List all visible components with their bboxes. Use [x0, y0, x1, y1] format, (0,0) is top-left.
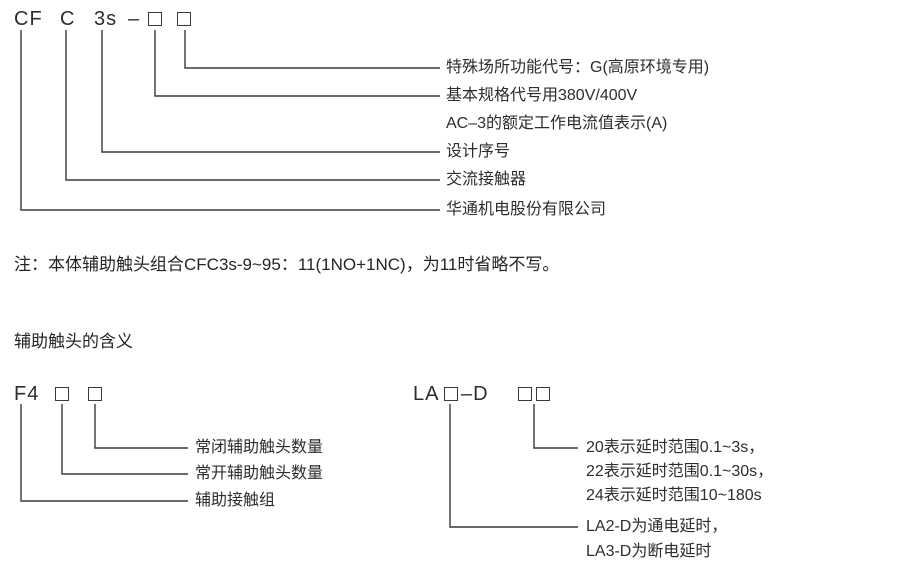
leader-special-function — [184, 30, 440, 69]
label-delay-range-20: 20表示延时范围0.1~3s， — [586, 439, 765, 456]
code-delay-suffix: –D — [461, 383, 489, 405]
code-dash: – — [128, 8, 141, 30]
leader-basic-spec — [154, 30, 440, 97]
label-off-delay: LA3-D为断电延时 — [586, 543, 712, 560]
placeholder-box-delay-range-2 — [536, 387, 550, 401]
label-delay-range-24: 24表示延时范围10~180s — [586, 487, 762, 504]
placeholder-box-no-count — [55, 387, 69, 401]
leader-delay-type — [449, 404, 578, 528]
placeholder-box-nc-count — [88, 387, 102, 401]
label-company: 华通机电股份有限公司 — [446, 201, 607, 218]
label-no-quantity: 常开辅助触头数量 — [195, 465, 324, 482]
code-aux-prefix: F4 — [14, 383, 40, 405]
label-ac-contactor: 交流接触器 — [446, 171, 527, 188]
label-delay-range-22: 22表示延时范围0.1~30s， — [586, 463, 774, 480]
label-basic-spec-line2: AC–3的额定工作电流值表示(A) — [446, 115, 668, 132]
label-design-serial: 设计序号 — [446, 143, 511, 160]
label-basic-spec-line1: 基本规格代号用380V/400V — [446, 87, 638, 104]
label-on-delay: LA2-D为通电延时， — [586, 518, 728, 535]
leader-nc-quantity — [94, 404, 188, 449]
code-design-serial: 3s — [94, 8, 118, 30]
leader-delay-range — [533, 404, 578, 449]
placeholder-box-delay-range-1 — [518, 387, 532, 401]
placeholder-box-delay-type — [444, 387, 458, 401]
code-delay-prefix: LA — [413, 383, 440, 405]
label-special-function: 特殊场所功能代号：G(高原环境专用) — [446, 59, 710, 76]
placeholder-box-current-rating — [148, 12, 162, 26]
leader-design-serial — [101, 30, 440, 153]
code-company-prefix: CF — [14, 8, 43, 30]
section-title: 辅助触头的含义 — [14, 332, 133, 351]
leader-contact-group — [20, 404, 188, 502]
label-nc-quantity: 常闭辅助触头数量 — [195, 439, 324, 456]
placeholder-box-special-function — [177, 12, 191, 26]
code-type-letter: C — [60, 8, 76, 30]
leader-company — [20, 30, 440, 211]
label-contact-group: 辅助接触组 — [195, 492, 276, 509]
note-text: 注：本体辅助触头组合CFC3s-9~95：11(1NO+1NC)，为11时省略不… — [14, 255, 560, 274]
leader-ac-contactor — [65, 30, 440, 181]
leader-no-quantity — [61, 404, 188, 475]
